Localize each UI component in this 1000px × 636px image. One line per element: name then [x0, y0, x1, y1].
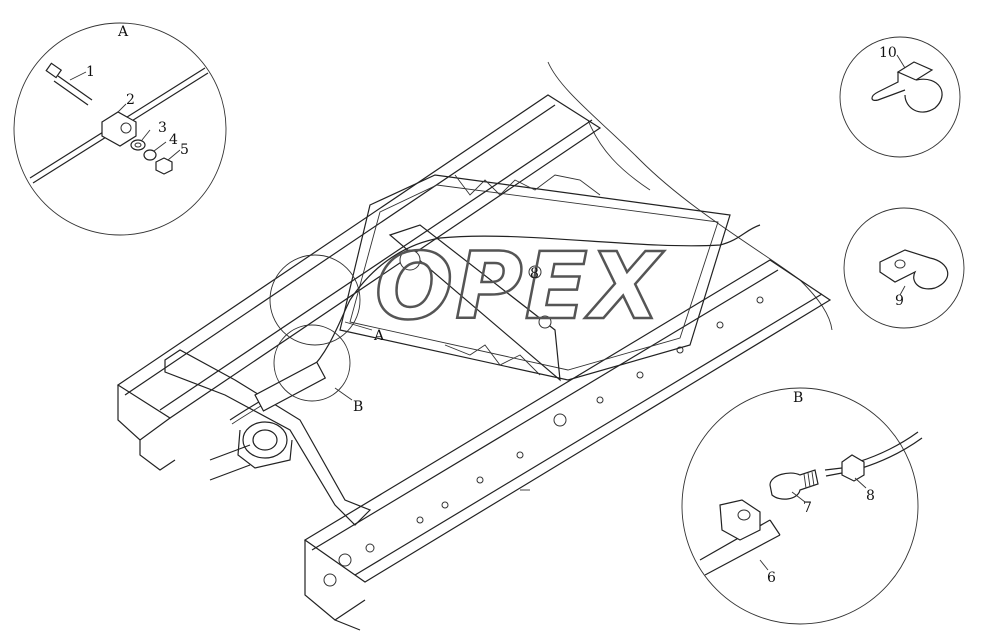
- detail-b-circle: [681, 387, 919, 625]
- part-4-label: 4: [169, 132, 178, 148]
- part-3-label: 3: [158, 120, 167, 136]
- nut-part: [155, 157, 173, 175]
- lock-washer-part: [143, 149, 157, 161]
- callout-b-circle: [273, 324, 351, 402]
- clamp-block-part: [101, 111, 137, 147]
- cylinder-assembly: [209, 361, 327, 481]
- part-2-label: 2: [126, 92, 135, 108]
- callout-a-label: A: [373, 328, 385, 344]
- detail-a-title: A: [117, 24, 129, 40]
- elbow-part: [769, 469, 819, 500]
- detail-9-circle: [843, 207, 965, 329]
- watermark-text: OPEX: [375, 233, 664, 340]
- detail-b-title: B: [793, 390, 803, 406]
- bracket-part: [699, 499, 781, 576]
- bolt-part: [45, 62, 93, 106]
- part-7-label: 7: [803, 500, 812, 516]
- detail-a-circle: [13, 22, 227, 236]
- part-5-label: 5: [180, 142, 189, 158]
- callout-a-circle: [269, 254, 361, 346]
- detail-a-view: A 1 2 3 4 5: [13, 22, 227, 236]
- part-10-label: 10: [879, 45, 897, 61]
- frame-holes: [323, 296, 764, 587]
- part-9-label: 9: [895, 293, 904, 309]
- part-6-label: 6: [767, 570, 776, 586]
- detail-10-circle: [839, 36, 961, 158]
- callout-b-label: B: [353, 399, 363, 415]
- fitting-part: [841, 454, 865, 482]
- part-8-main-label: 8: [530, 266, 539, 282]
- part-1-label: 1: [86, 64, 95, 80]
- detail-9-view: 9: [843, 207, 965, 329]
- detail-b-view: B 7 8 6: [681, 387, 923, 625]
- detail-10-view: 10: [839, 36, 961, 158]
- main-assembly-drawing: [116, 61, 833, 631]
- part-8-detail-label: 8: [866, 488, 875, 504]
